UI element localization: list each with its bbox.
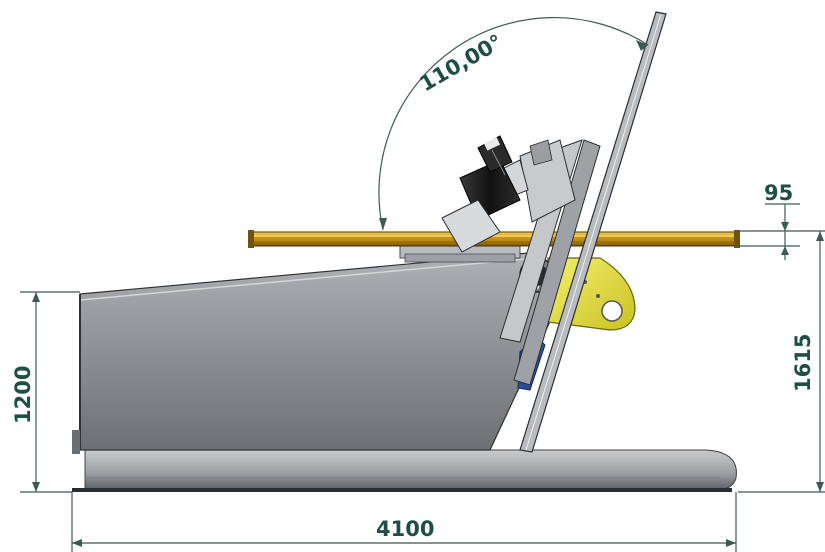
base-height-dimension: 1200 [11, 291, 80, 493]
offset-dimension: 95 [735, 181, 800, 260]
base-height-label: 1200 [11, 366, 35, 424]
total-length-dimension: 4100 [71, 492, 737, 552]
rotary-table [248, 230, 740, 248]
offset-label: 95 [764, 181, 793, 205]
drive-assembly [499, 139, 576, 223]
total-height-dimension: 1615 [738, 230, 825, 493]
total-height-label: 1615 [791, 334, 815, 392]
angle-label: 110,00° [416, 30, 507, 97]
base-plate [72, 449, 737, 492]
total-length-label: 4100 [376, 517, 434, 541]
main-housing [72, 252, 561, 454]
motor [441, 135, 521, 253]
